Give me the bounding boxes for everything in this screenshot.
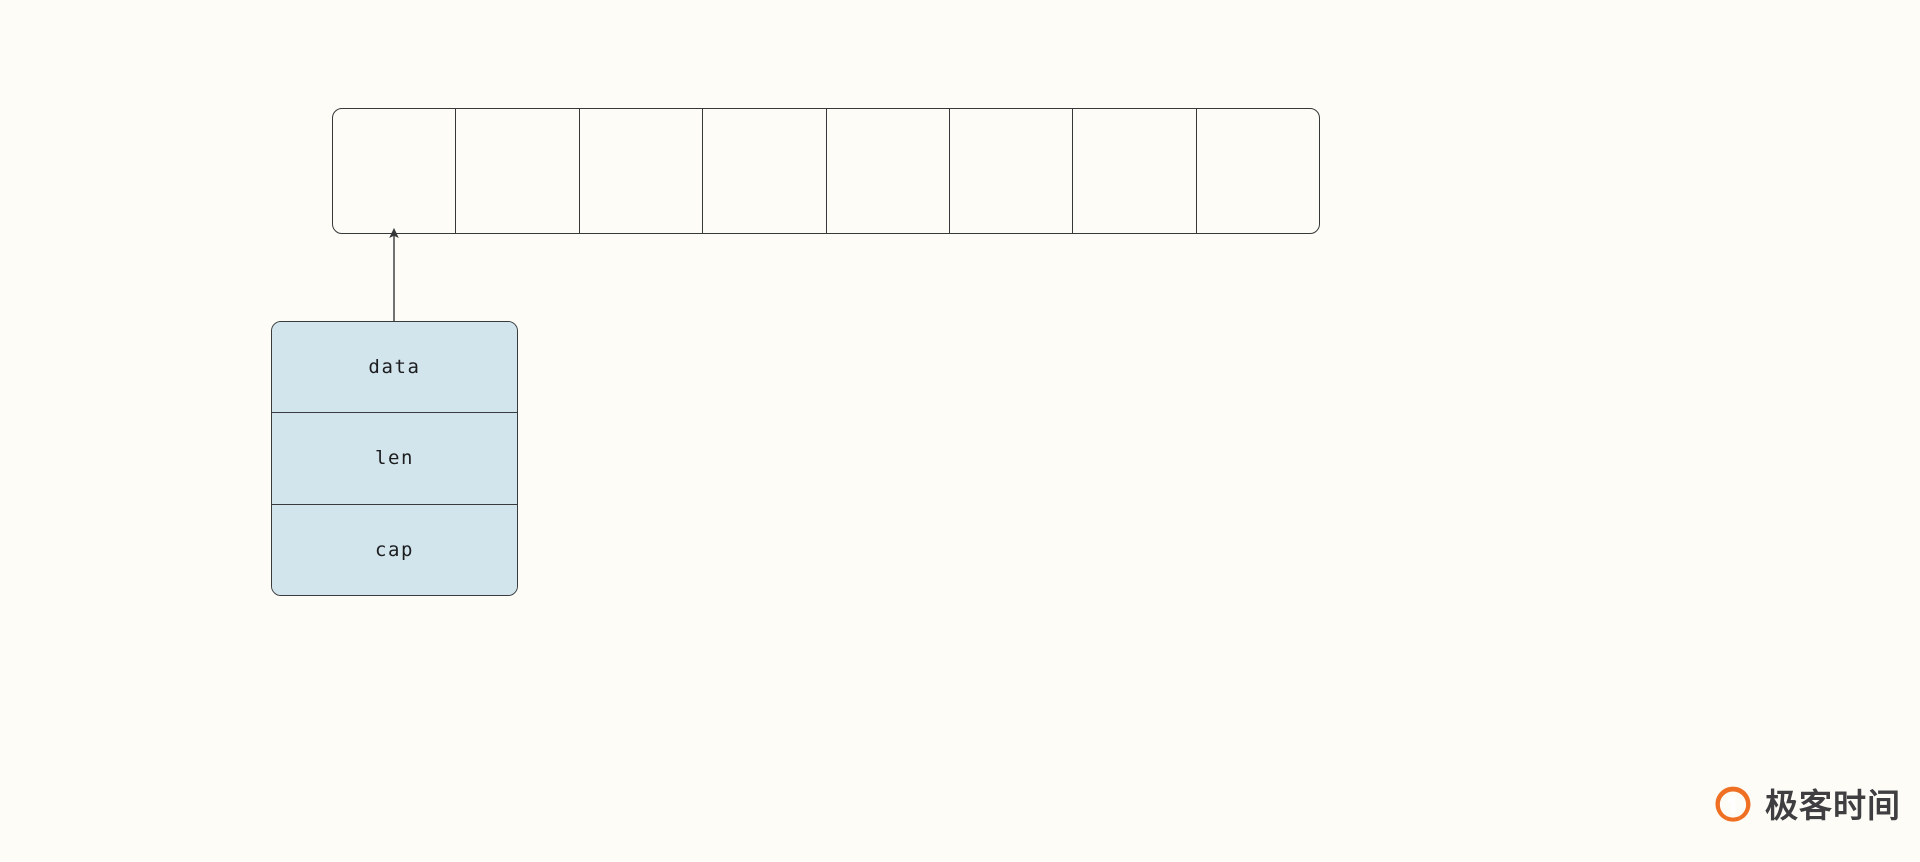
array-cell xyxy=(703,109,827,233)
array-cell xyxy=(827,109,950,233)
array-cell xyxy=(333,109,457,233)
struct-field-data-label: data xyxy=(368,356,421,379)
backing-array xyxy=(332,108,1320,234)
data-pointer-arrow xyxy=(389,227,399,330)
brand-logo: 极客时间 xyxy=(1712,778,1904,832)
slice-header-struct: data len cap xyxy=(271,321,518,596)
geektime-logo-icon xyxy=(1715,786,1751,822)
array-cell xyxy=(950,109,1074,233)
struct-field-len: len xyxy=(272,413,517,505)
struct-field-cap: cap xyxy=(272,504,517,595)
struct-field-cap-label: cap xyxy=(374,538,415,561)
array-cell xyxy=(1073,109,1197,233)
struct-field-len-label: len xyxy=(374,447,415,470)
array-cell xyxy=(1197,109,1319,233)
brand-logo-text: 极客时间 xyxy=(1765,785,1901,825)
array-cell xyxy=(580,109,704,233)
array-cell xyxy=(456,109,580,233)
struct-field-data: data xyxy=(272,322,517,414)
